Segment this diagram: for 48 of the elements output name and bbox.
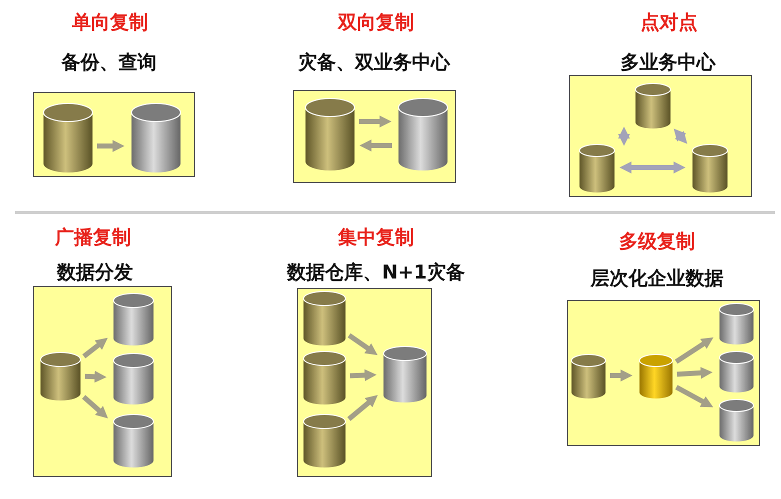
heading-text: 多级复制 (619, 232, 695, 252)
database-cylinder (303, 351, 346, 405)
heading-text: 单向复制 (72, 12, 148, 34)
database-cylinder (303, 414, 346, 468)
arrow (674, 128, 688, 144)
arrow (359, 140, 392, 152)
subtitle-text: 多业务中心 (620, 52, 716, 74)
database-cylinder (719, 399, 754, 442)
subtitle-text: 数据仓库、N+1灾备 (286, 262, 466, 284)
arrow (675, 385, 714, 408)
database-cylinder (719, 351, 754, 393)
arrow (82, 338, 108, 358)
arrow (359, 116, 392, 128)
arrow (97, 140, 125, 152)
database-cylinder (383, 346, 427, 403)
subtitle-text: 层次化企业数据 (590, 268, 724, 290)
database-cylinder (639, 354, 673, 399)
arrow (82, 395, 108, 418)
heading-text: 点对点 (640, 12, 698, 34)
database-cylinder (635, 83, 671, 129)
subtitle-text: 数据分发 (57, 262, 133, 284)
arrow (676, 366, 713, 379)
database-cylinder (303, 291, 346, 346)
database-cylinder (579, 144, 615, 193)
heading-text: 集中复制 (338, 228, 414, 248)
heading-text: 广播复制 (55, 228, 131, 248)
heading-text: 双向复制 (338, 12, 414, 34)
database-cylinder (719, 303, 754, 345)
database-cylinder (43, 103, 93, 173)
subtitle-text: 备份、查询 (62, 52, 156, 74)
arrow (84, 370, 107, 383)
database-cylinder (131, 103, 181, 173)
subtitle-text: 灾备、双业务中心 (298, 52, 450, 74)
database-cylinder (692, 144, 728, 193)
arrow (674, 337, 714, 364)
database-cylinder (113, 293, 154, 346)
database-cylinder (571, 354, 606, 399)
arrow (610, 370, 633, 382)
database-cylinder (40, 352, 81, 401)
database-cylinder (305, 98, 355, 171)
arrow (618, 126, 630, 146)
database-cylinder (398, 98, 448, 171)
arrow (619, 162, 686, 174)
database-cylinder (113, 414, 154, 468)
arrow (350, 369, 377, 382)
arrow (347, 395, 378, 422)
database-cylinder (113, 353, 154, 405)
arrow (348, 333, 378, 356)
